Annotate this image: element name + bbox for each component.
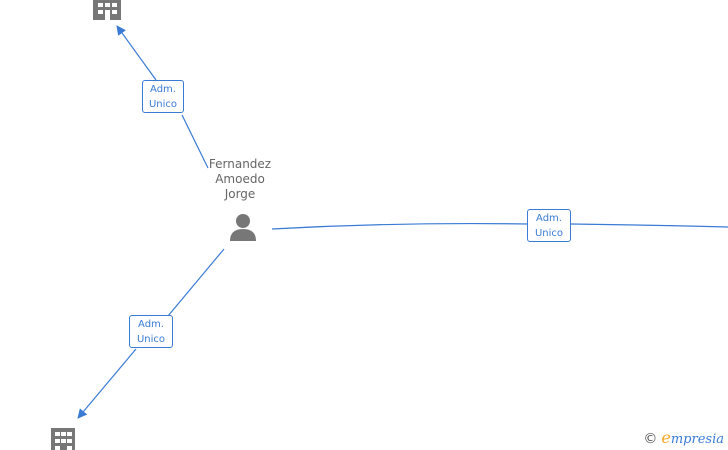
edge-to-company-bottom-left xyxy=(78,248,225,418)
person-name-line: Amoedo xyxy=(215,172,265,186)
relation-label-top[interactable]: Adm. Unico xyxy=(142,80,184,113)
person-name-line: Jorge xyxy=(224,187,256,201)
relation-label-bottom-left[interactable]: Adm. Unico xyxy=(129,315,173,348)
relation-label-line: Adm. xyxy=(150,84,176,95)
copyright-icon: © xyxy=(643,431,658,447)
empresia-watermark: ©empresia xyxy=(643,428,724,447)
person-name-line: Fernandez xyxy=(208,157,272,171)
person-icon[interactable] xyxy=(230,214,256,241)
relation-label-line: Unico xyxy=(136,334,166,345)
relation-label-line: Adm. xyxy=(138,319,164,330)
person-name[interactable]: Fernandez Amoedo Jorge xyxy=(194,157,286,202)
relation-label-line: Unico xyxy=(148,99,178,110)
edge-to-company-right xyxy=(271,222,728,230)
edge-to-company-top xyxy=(117,26,209,169)
brand-logo-letter: e xyxy=(661,428,671,447)
relation-label-line: Unico xyxy=(534,228,564,239)
building-icon[interactable] xyxy=(51,428,75,450)
brand-name: mpresia xyxy=(670,432,724,447)
relation-label-line: Adm. xyxy=(536,213,562,224)
relation-label-right[interactable]: Adm. Unico xyxy=(527,209,571,242)
building-icon[interactable] xyxy=(93,0,121,20)
